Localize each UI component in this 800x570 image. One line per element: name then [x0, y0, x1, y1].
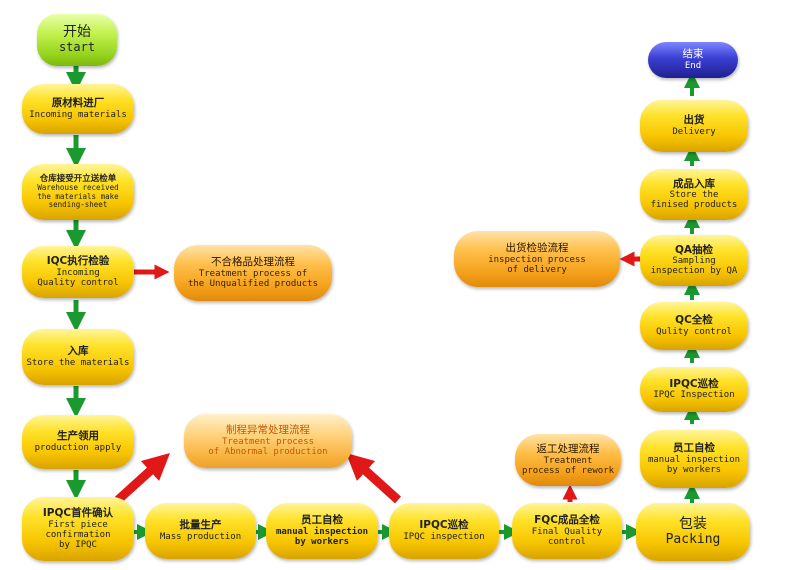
mass-production-node: 批量生产 Mass production: [145, 503, 256, 559]
qc-full-zh: QC全检: [675, 314, 713, 327]
start-node-en: start: [58, 40, 96, 55]
manual-inspection-node: 员工自检 manual inspection by workers: [266, 503, 378, 559]
delivery-inspect-zh: 出货检验流程: [505, 242, 569, 255]
abnormal-en2: of Abnormal production: [208, 446, 328, 457]
unqualified-en: Treatment process of: [198, 268, 308, 279]
abnormal-zh: 制程异常处理流程: [226, 424, 310, 437]
finished-products-node: 成品入库 Store the finised products: [640, 169, 748, 220]
incoming-materials-node: 原材料进厂 Incoming materials: [22, 84, 134, 134]
start-node-zh: 开始: [63, 24, 91, 41]
qc-full-en: Qulity control: [656, 326, 732, 337]
qc-full-node: QC全检 Qulity control: [640, 302, 748, 350]
finished-zh: 成品入库: [673, 177, 715, 190]
arrow-manual-abnormal: [345, 452, 402, 504]
fqc-en2: control: [548, 536, 586, 547]
iqc-en: Incoming: [56, 267, 100, 278]
rework-process-node: 返工处理流程 Treatment process of rework: [515, 434, 621, 486]
delivery-en: Delivery: [672, 126, 716, 137]
rework-zh: 返工处理流程: [536, 443, 600, 456]
incoming-materials-zh: 原材料进厂: [51, 97, 105, 110]
fqc-en: Final Quality: [531, 526, 603, 537]
ipqc-first-zh: IPQC首件确认: [42, 507, 114, 519]
ipqc-patrol-en: IPQC inspection: [403, 531, 485, 542]
qa-zh: QA抽检: [674, 243, 714, 256]
qa-en2: inspection by QA: [650, 266, 738, 277]
packing-node: 包装 Packing: [636, 503, 750, 561]
production-apply-zh: 生产领用: [57, 430, 99, 443]
iqc-node: IQC执行检验 Incoming Quality control: [22, 246, 134, 298]
delivery-zh: 出货: [683, 114, 705, 127]
manual2-en2: by workers: [666, 464, 722, 475]
production-apply-node: 生产领用 production apply: [22, 415, 134, 469]
abnormal-en: Treatment process: [221, 436, 315, 447]
ipqc-patrol-zh: IPQC巡检: [419, 519, 469, 532]
warehouse-en3: sending-sheet: [48, 199, 108, 209]
warehouse-node: 仓库接受开立送检单 Warehouse received the materia…: [22, 164, 134, 220]
manual2-zh: 员工自检: [673, 442, 715, 455]
mass-zh: 批量生产: [179, 519, 222, 532]
manual1-en: manual inspection: [275, 526, 369, 537]
qa-en: Sampling: [672, 256, 716, 267]
ipqc-first-en: First piece: [48, 519, 108, 530]
ipqc-inspection-en: IPQC Inspection: [653, 390, 735, 401]
end-en: End: [684, 60, 702, 71]
delivery-inspect-en2: of delivery: [507, 264, 567, 275]
unqualified-process-node: 不合格品处理流程 Treatment process of the Unqual…: [174, 245, 332, 301]
store-materials-node: 入库 Store the materials: [22, 329, 134, 385]
fqc-node: FQC成品全检 Final Quality control: [512, 503, 622, 559]
end-zh: 结束: [682, 48, 704, 61]
rework-en2: process of rework: [521, 465, 615, 476]
incoming-materials-en: Incoming materials: [29, 109, 127, 120]
finished-en: Store the: [669, 190, 719, 201]
manual1-zh: 员工自检: [301, 514, 343, 527]
finished-en2: finised products: [650, 200, 738, 211]
ipqc-first-en3: by IPQC: [59, 539, 97, 550]
delivery-inspect-en: inspection process: [488, 254, 586, 265]
arrow-first-abnormal: [114, 452, 171, 504]
unqualified-zh: 不合格品处理流程: [211, 256, 295, 269]
manual1-en2: by workers: [294, 536, 350, 547]
manual-inspection-2-node: 员工自检 manual inspection by workers: [640, 430, 748, 488]
start-node: 开始 start: [37, 14, 117, 66]
store-materials-en: Store the materials: [26, 357, 130, 368]
manual2-en: manual inspection: [647, 454, 741, 465]
delivery-node: 出货 Delivery: [640, 100, 748, 152]
fqc-zh: FQC成品全检: [534, 514, 600, 527]
unqualified-en2: the Unqualified products: [187, 278, 319, 289]
warehouse-en: Warehouse received: [37, 183, 119, 193]
abnormal-process-node: 制程异常处理流程 Treatment process of Abnormal p…: [184, 414, 352, 468]
iqc-zh: IQC执行检验: [46, 255, 110, 268]
store-materials-zh: 入库: [67, 345, 89, 358]
ipqc-patrol-node: IPQC巡检 IPQC inspection: [389, 503, 499, 559]
qa-sampling-node: QA抽检 Sampling inspection by QA: [640, 235, 748, 286]
ipqc-inspection-node: IPQC巡检 IPQC Inspection: [640, 367, 748, 412]
end-node: 结束 End: [648, 42, 738, 78]
delivery-inspection-process-node: 出货检验流程 inspection process of delivery: [454, 231, 620, 287]
ipqc-first-en2: confirmation: [45, 529, 111, 540]
ipqc-first-piece-node: IPQC首件确认 First piece confirmation by IPQ…: [22, 497, 134, 561]
ipqc-inspection-zh: IPQC巡检: [669, 377, 719, 390]
rework-en: Treatment: [543, 455, 593, 466]
mass-en: Mass production: [159, 531, 242, 542]
production-apply-en: production apply: [34, 442, 122, 453]
packing-en: Packing: [665, 531, 721, 547]
packing-zh: 包装: [679, 515, 707, 532]
warehouse-zh: 仓库接受开立送检单: [39, 173, 117, 184]
warehouse-en2: the materials make: [37, 191, 119, 201]
iqc-en2: Quality control: [37, 277, 119, 288]
